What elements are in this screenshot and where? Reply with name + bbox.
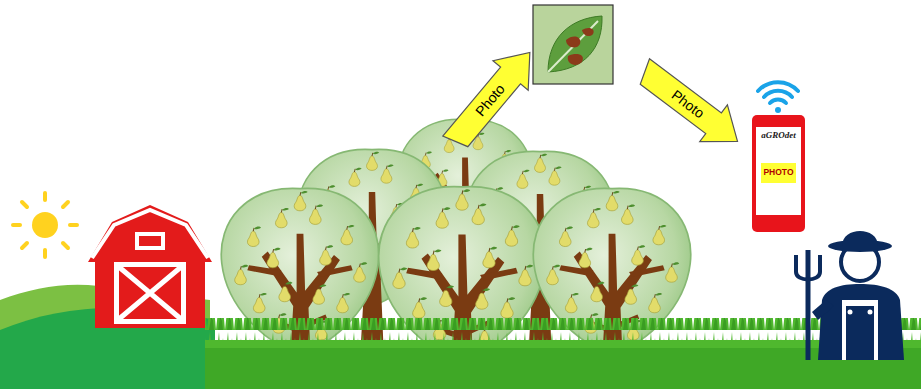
sun	[13, 193, 77, 257]
photo-button: PHOTO	[761, 163, 796, 183]
leaf-image	[533, 5, 613, 84]
grass	[205, 318, 921, 389]
button-text: PHOTO	[761, 168, 796, 177]
photo-arrow	[435, 38, 547, 159]
app-name: aGROdet	[752, 131, 805, 141]
wifi-icon	[758, 82, 798, 113]
farmer	[796, 231, 904, 360]
phone: aGROdetPHOTO	[752, 115, 805, 232]
barn	[88, 205, 212, 328]
photo-arrow	[628, 51, 752, 160]
